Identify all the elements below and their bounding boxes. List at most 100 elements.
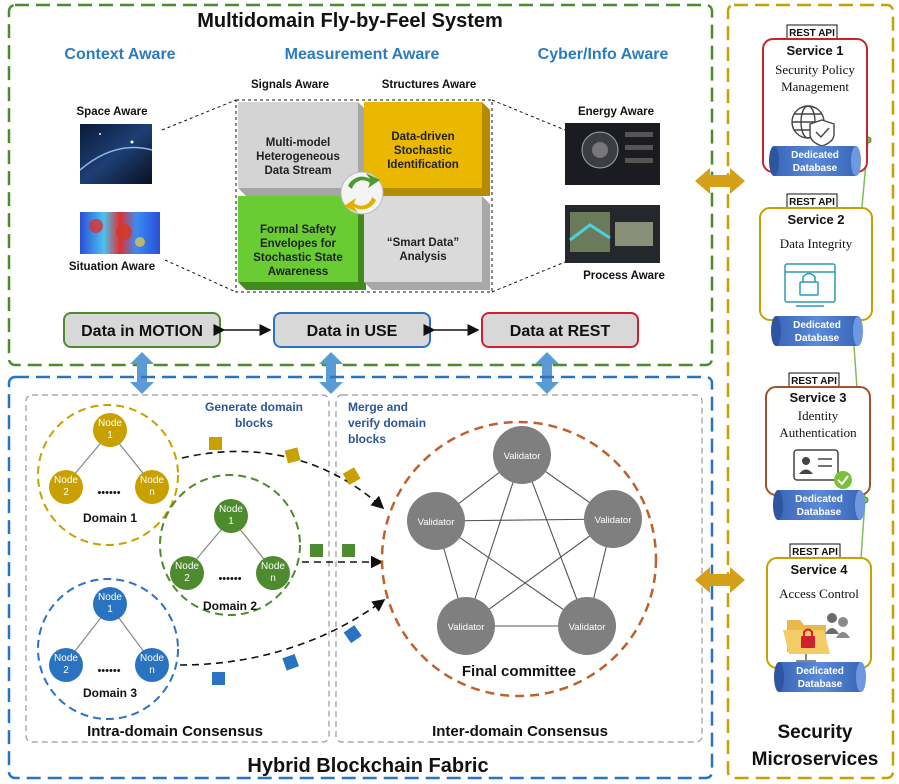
connector-energy [491,99,566,131]
id-card-check-icon [793,449,852,489]
energy-aware-label: Energy Aware [578,106,654,118]
quadrant-3-line-1: Formal Safety [260,224,337,236]
block-gold-1 [209,437,222,450]
d2-ellipsis: •••••• [218,573,241,585]
system-title: Multidomain Fly-by-Feel System [197,10,503,32]
block-green-1 [310,544,323,557]
validator-top [493,426,551,484]
quadrant-1-line-1: Multi-model [266,137,331,149]
validator-left-label: Validator [418,517,455,528]
db-1-line-1: Dedicated [791,150,839,161]
service-1-desc-1: Security Policy [775,62,855,77]
vertical-arrow-use [319,352,343,394]
quadrant-2-line-2: Stochastic [394,145,453,157]
d2n2-a: Node [175,561,199,572]
block-green-2 [342,544,355,557]
data-in-motion-label: Data in MOTION [81,323,203,340]
flow-domain-3 [179,599,386,666]
d1nn-b: n [149,487,155,498]
d1n1-a: Node [98,418,122,429]
validator-bottom-left-label: Validator [448,622,485,633]
intra-domain-label: Intra-domain Consensus [87,723,263,740]
inter-domain-frame [335,394,703,743]
quadrant-4-line-1: “Smart Data” [387,237,459,249]
service-3-desc-1: Identity [798,408,839,423]
inter-domain-label: Inter-domain Consensus [432,723,608,740]
d3nn-a: Node [140,653,164,664]
database-1: Dedicated Database [769,146,861,176]
db-2-line-2: Database [795,333,840,344]
database-3: Dedicated Database [773,490,865,520]
domain-2-node-1 [214,499,248,533]
service-2: REST API Service 2 Data Integrity [759,193,873,321]
microservices-title-1: Security [778,722,853,743]
domain-1-label: Domain 1 [83,511,137,525]
database-4: Dedicated Database [774,662,866,692]
rest-api-label-4: REST API [792,547,838,558]
situation-aware-label: Situation Aware [69,261,155,273]
service-2-desc-1: Data Integrity [780,236,853,251]
space-aware-label: Space Aware [77,106,148,118]
service-4-desc-1: Access Control [779,586,859,601]
quadrant-datadriven [364,102,482,188]
folder-lock-users-icon [783,613,850,662]
db-1-line-2: Database [793,163,838,174]
vertical-arrow-motion [130,352,154,394]
cycle-arrows-icon [340,171,384,215]
connector-space [161,99,237,131]
service-2-name: Service 2 [787,212,844,227]
validator-right-label: Validator [595,515,632,526]
context-aware-heading: Context Aware [64,46,175,63]
service-3: REST API Service 3 Identity Authenticati… [765,372,871,496]
validator-right [584,490,642,548]
structures-aware-label: Structures Aware [382,79,477,91]
db-4-line-2: Database [798,679,843,690]
d2nn-b: n [270,573,276,584]
d3n2-a: Node [54,653,78,664]
quadrant-2-line-1: Data-driven [391,131,454,143]
domain-1-node-n [135,470,169,504]
quadrant-3-line-4: Awareness [268,266,329,278]
quadrant-3-line-2: Envelopes for [260,238,337,250]
validator-left [407,492,465,550]
domain-2-node-2 [170,556,204,590]
quadrant-3-line-3: Stochastic State [253,252,342,264]
quadrant-4-line-2: Analysis [399,251,446,263]
quadrant-1-line-2: Heterogeneous [256,151,340,163]
merge-line-3: blocks [348,432,386,446]
service-1-name: Service 1 [786,43,843,58]
domain-1-node-1 [93,413,127,447]
block-blue-2 [282,653,299,671]
final-committee-label: Final committee [462,663,576,680]
intra-domain-frame [25,394,330,743]
service-3-desc-2: Authentication [779,425,857,440]
generate-line-1: Generate domain [205,400,303,414]
quadrant-formal-safety [238,196,358,282]
d2n2-b: 2 [184,573,190,584]
validator-bottom-right-label: Validator [569,622,606,633]
domain-3-node-n [135,648,169,682]
domain-2: Node 1 Node 2 Node n •••••• Domain 2 [159,474,301,616]
measurement-aware-heading: Measurement Aware [285,46,440,63]
space-image [79,124,153,184]
d2n1-b: 1 [228,516,234,527]
domain-2-label: Domain 2 [203,599,257,613]
connector-process [491,261,566,293]
db-3-line-1: Dedicated [795,494,843,505]
domain-3: Node 1 Node 2 Node n •••••• Domain 3 [37,578,179,720]
service-1-desc-2: Management [781,79,849,94]
microservices-frame [726,3,895,780]
data-at-rest-label: Data at REST [510,323,611,340]
vertical-arrow-rest [535,352,559,394]
blockchain-title: Hybrid Blockchain Fabric [247,755,488,777]
quadrant-multimodel [238,102,358,188]
domain-3-node-1 [93,587,127,621]
d3n1-a: Node [98,592,122,603]
d1nn-a: Node [140,475,164,486]
generate-line-2: blocks [235,416,273,430]
validator-bottom-right [558,597,616,655]
process-image [565,205,660,263]
rest-api-label-1: REST API [789,28,835,39]
quadrant-1-line-3: Data Stream [264,165,331,177]
